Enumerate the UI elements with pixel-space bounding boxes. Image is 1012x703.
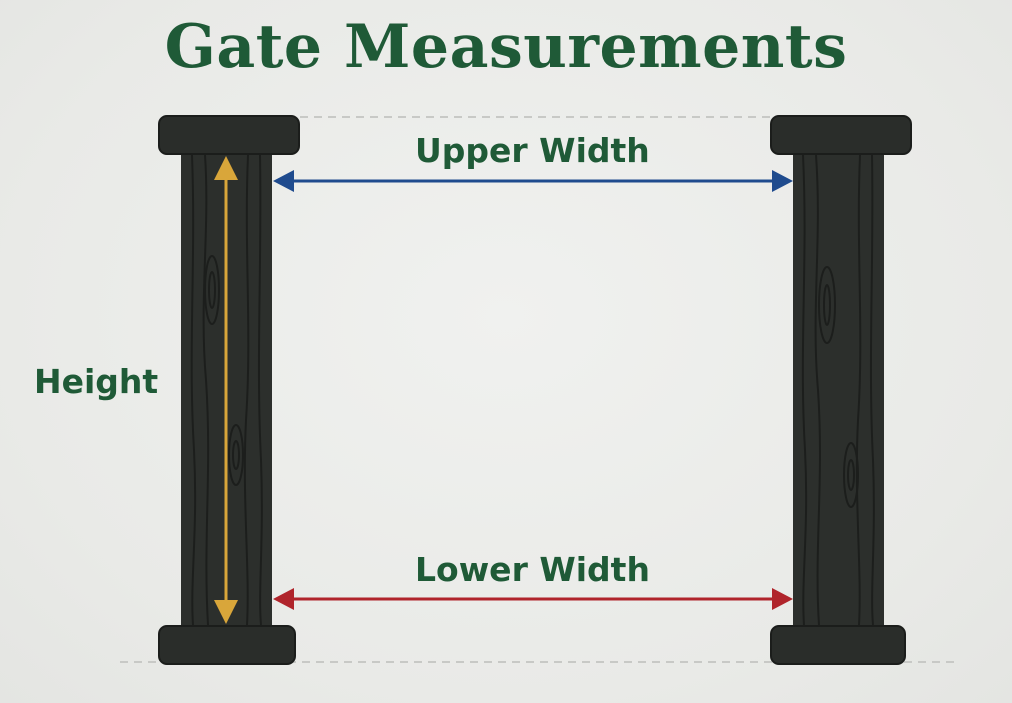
- left-post: [158, 115, 300, 665]
- lower-width-label: Lower Width: [415, 550, 650, 589]
- right-post-cap: [770, 115, 912, 155]
- page-title: Gate Measurements: [164, 12, 848, 82]
- right-post-shaft: [793, 150, 884, 630]
- left-post-base: [158, 625, 296, 665]
- left-post-cap: [158, 115, 300, 155]
- lower-width-arrow: [273, 588, 793, 610]
- right-post: [770, 115, 912, 665]
- right-post-base: [770, 625, 906, 665]
- upper-width-arrow: [273, 170, 793, 192]
- upper-width-label: Upper Width: [415, 131, 650, 170]
- height-arrow: [214, 156, 238, 624]
- height-label: Height: [34, 362, 159, 401]
